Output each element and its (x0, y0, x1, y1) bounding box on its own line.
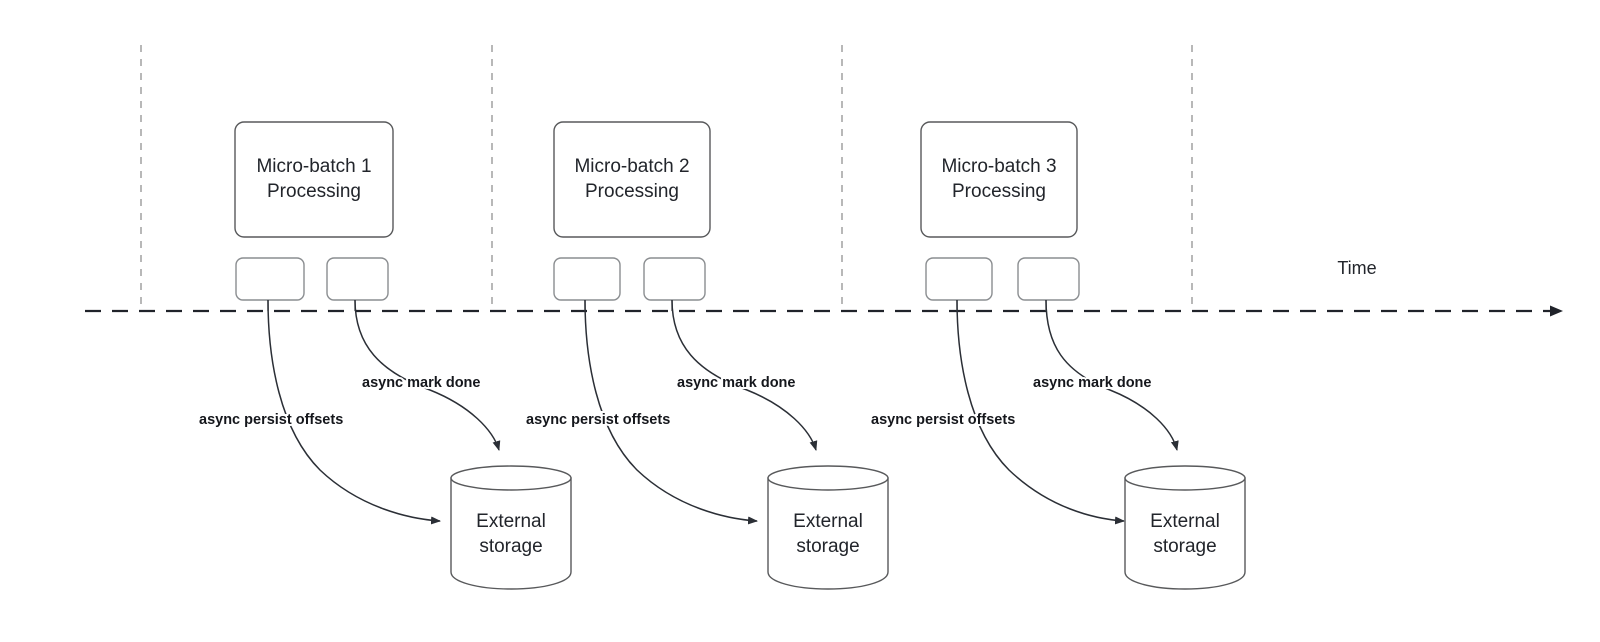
group-batch-1: Micro-batch 1 Processing External storag… (234, 121, 572, 590)
edge-mark-done-1 (354, 299, 501, 451)
group-batch-3: Micro-batch 3 Processing External storag… (920, 121, 1246, 590)
edge-mark-done-3 (1045, 299, 1179, 451)
marker-box-3a[interactable] (925, 257, 993, 301)
edge-label-mark-done-2: async mark done (677, 375, 795, 391)
external-storage-1-line1: External (476, 511, 546, 532)
process-box-3-line1: Micro-batch 3 (941, 156, 1056, 177)
process-box-2-line1: Micro-batch 2 (574, 156, 689, 177)
marker-box-1b[interactable] (326, 257, 389, 301)
external-storage-1-line2: storage (479, 536, 542, 557)
group-batch-2: Micro-batch 2 Processing External storag… (553, 121, 889, 590)
separator-group (140, 45, 1193, 311)
process-box-3-line2: Processing (952, 181, 1046, 202)
edge-persist-offsets-2 (584, 299, 758, 525)
edge-label-mark-done-3: async mark done (1033, 375, 1151, 391)
edge-label-group: async mark done async persist offsets as… (197, 373, 1153, 430)
edge-label-persist-offsets-1: async persist offsets (199, 412, 343, 428)
edge-label-persist-offsets-2: async persist offsets (526, 412, 670, 428)
process-box-1-line1: Micro-batch 1 (256, 156, 371, 177)
external-storage-2-line2: storage (796, 536, 859, 557)
external-storage-2[interactable]: External storage (767, 465, 889, 590)
edge-mark-done-2 (671, 299, 818, 451)
process-box-1[interactable] (234, 121, 394, 238)
time-axis-label: Time (1337, 258, 1376, 278)
external-storage-3[interactable]: External storage (1124, 465, 1246, 590)
edge-label-persist-offsets-3: async persist offsets (871, 412, 1015, 428)
external-storage-2-line1: External (793, 511, 863, 532)
external-storage-1[interactable]: External storage (450, 465, 572, 590)
process-box-3[interactable] (920, 121, 1078, 238)
marker-box-2b[interactable] (643, 257, 706, 301)
process-box-1-line2: Processing (267, 181, 361, 202)
edge-persist-offsets-3 (956, 299, 1125, 525)
marker-box-1a[interactable] (235, 257, 305, 301)
edge-persist-offsets-1 (267, 299, 441, 525)
external-storage-3-line1: External (1150, 511, 1220, 532)
edge-label-mark-done-1: async mark done (362, 375, 480, 391)
process-box-2-line2: Processing (585, 181, 679, 202)
external-storage-3-line2: storage (1153, 536, 1216, 557)
marker-box-2a[interactable] (553, 257, 621, 301)
process-box-2[interactable] (553, 121, 711, 238)
marker-box-3b[interactable] (1017, 257, 1080, 301)
